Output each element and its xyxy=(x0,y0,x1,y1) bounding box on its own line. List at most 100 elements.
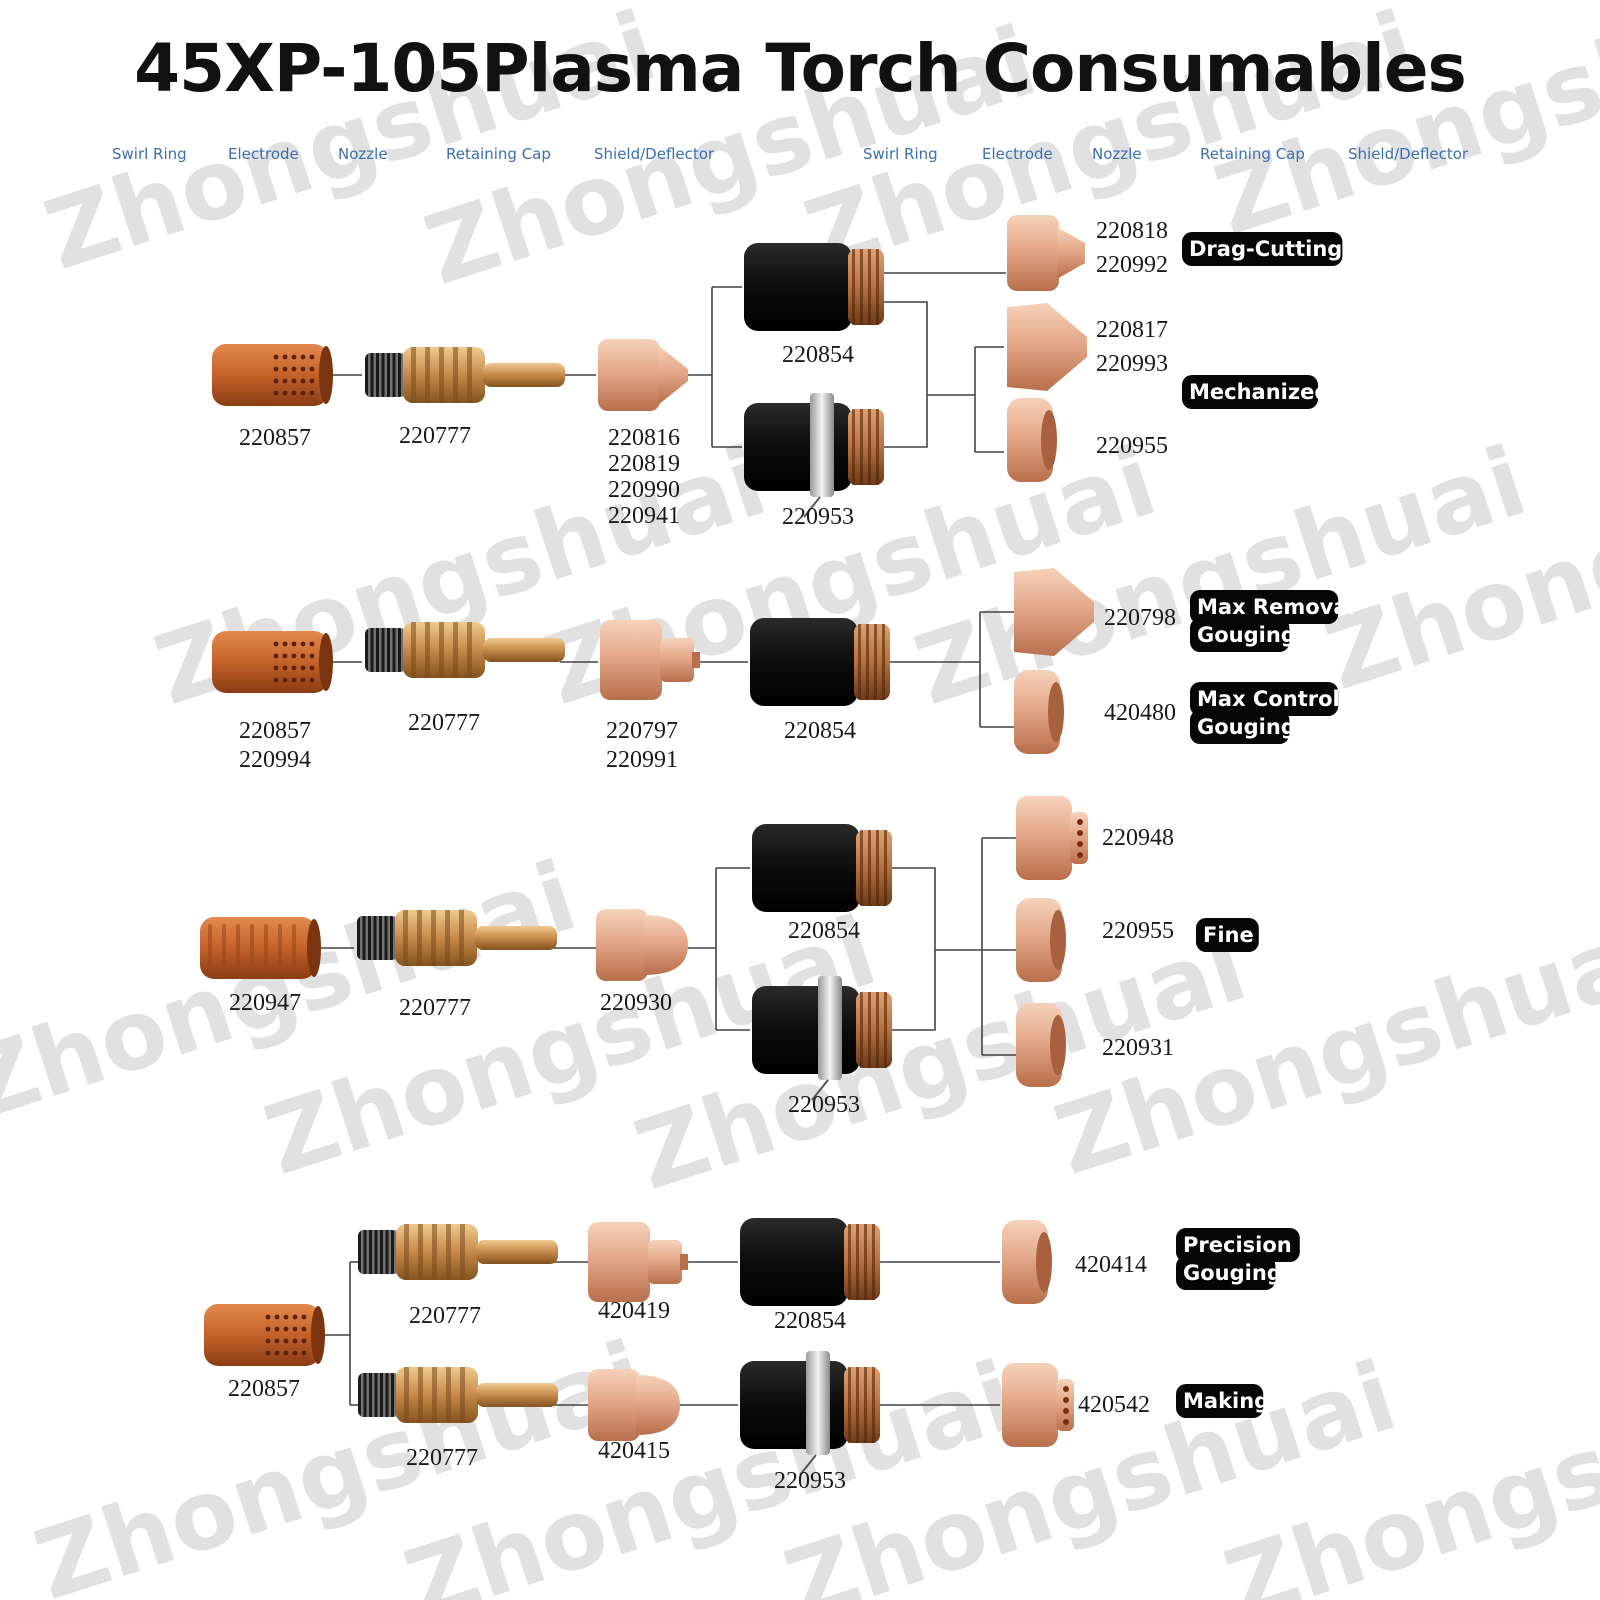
badge-background xyxy=(1190,618,1290,652)
swirl-ring-part xyxy=(212,344,333,406)
part-number-label: 420414 xyxy=(1075,1252,1147,1278)
nozzle-part xyxy=(596,909,688,981)
part-number-label: 220941 xyxy=(608,503,680,529)
column-header-retaining-cap: Retaining Cap xyxy=(446,145,551,163)
retaining-cap-ohmic-part xyxy=(744,393,884,518)
application-badge: Fine xyxy=(1196,918,1259,952)
part-number-label: 220777 xyxy=(399,423,471,449)
shield-part xyxy=(1007,303,1087,391)
nozzle-part xyxy=(588,1222,688,1302)
part-number-label: 220777 xyxy=(406,1445,478,1471)
retaining-cap-part xyxy=(752,824,892,912)
part-number-label: 220777 xyxy=(408,710,480,736)
part-number-label: 220953 xyxy=(782,504,854,530)
badge-label: Gouging xyxy=(1197,623,1296,647)
column-header-nozzle: Nozzle xyxy=(338,145,388,163)
badge-label: Precision xyxy=(1183,1233,1292,1257)
badge-background xyxy=(1196,918,1259,952)
badge-label: Making xyxy=(1183,1389,1269,1413)
part-number-label: 220854 xyxy=(788,918,860,944)
part-number-label: 220953 xyxy=(774,1468,846,1494)
retaining-cap-ohmic-part xyxy=(740,1351,880,1476)
part-number-label: 220991 xyxy=(606,747,678,773)
shield-part xyxy=(1016,1003,1066,1087)
shield-part xyxy=(1007,215,1085,291)
part-number-label: 220994 xyxy=(239,747,311,773)
electrode-part xyxy=(357,910,557,966)
part-number-label: 420480 xyxy=(1104,700,1176,726)
shield-part xyxy=(1002,1220,1052,1304)
part-number-label: 220992 xyxy=(1096,252,1168,278)
part-number-label: 220955 xyxy=(1102,918,1174,944)
column-header-shield-deflector: Shield/Deflector xyxy=(1348,145,1469,163)
application-badge: Mechanized xyxy=(1182,375,1329,409)
shield-part xyxy=(1014,568,1094,656)
column-header-electrode: Electrode xyxy=(982,145,1053,163)
shield-part xyxy=(1014,670,1064,754)
column-header-shield-deflector: Shield/Deflector xyxy=(594,145,715,163)
nozzle-part xyxy=(598,339,688,411)
part-number-label: 220948 xyxy=(1102,825,1174,851)
part-number-label: 220819 xyxy=(608,451,680,477)
application-badge: Drag-Cutting xyxy=(1182,232,1343,266)
retaining-cap-ohmic-part xyxy=(752,976,892,1101)
part-number-label: 220816 xyxy=(608,425,680,451)
retaining-cap-part xyxy=(744,243,884,331)
badge-label: Gouging xyxy=(1183,1261,1282,1285)
column-header-retaining-cap: Retaining Cap xyxy=(1200,145,1305,163)
badge-label: Max Control xyxy=(1197,687,1340,711)
part-number-label: 220854 xyxy=(784,718,856,744)
part-number-label: 220955 xyxy=(1096,433,1168,459)
column-header-nozzle: Nozzle xyxy=(1092,145,1142,163)
column-header-electrode: Electrode xyxy=(228,145,299,163)
badge-background xyxy=(1176,1228,1300,1262)
page-title: 45XP-105Plasma Torch Consumables xyxy=(134,30,1467,107)
part-number-label: 220990 xyxy=(608,477,680,503)
part-number-label: 220857 xyxy=(228,1376,300,1402)
swirl-ring-part xyxy=(204,1304,325,1366)
shield-part xyxy=(1016,796,1088,880)
part-number-label: 220931 xyxy=(1102,1035,1174,1061)
badge-background xyxy=(1182,232,1343,266)
part-number-label: 220818 xyxy=(1096,218,1168,244)
swirl-ring-part xyxy=(200,917,321,979)
part-number-label: 220857 xyxy=(239,718,311,744)
part-number-label: 220817 xyxy=(1096,317,1168,343)
part-number-label: 220797 xyxy=(606,718,678,744)
electrode-part xyxy=(358,1224,558,1280)
badge-background xyxy=(1176,1384,1264,1418)
part-number-label: 220854 xyxy=(774,1308,846,1334)
part-number-label: 420415 xyxy=(598,1438,670,1464)
badge-label: Gouging xyxy=(1197,715,1296,739)
shield-part xyxy=(1007,398,1057,482)
swirl-ring-part xyxy=(212,631,333,693)
retaining-cap-part xyxy=(740,1218,880,1306)
badge-background xyxy=(1176,1256,1276,1290)
part-number-label: 220947 xyxy=(229,990,301,1016)
badge-label: Drag-Cutting xyxy=(1189,237,1342,261)
retaining-cap-part xyxy=(750,618,890,706)
electrode-part xyxy=(365,622,565,678)
badge-background xyxy=(1190,682,1339,716)
electrode-part xyxy=(358,1367,558,1423)
column-header-swirl-ring: Swirl Ring xyxy=(863,145,938,163)
part-number-label: 420419 xyxy=(598,1298,670,1324)
part-number-label: 220777 xyxy=(409,1303,481,1329)
badge-label: Max Removal xyxy=(1197,595,1355,619)
part-number-label: 220930 xyxy=(600,990,672,1016)
part-number-label: 220777 xyxy=(399,995,471,1021)
badge-label: Mechanized xyxy=(1189,380,1329,404)
badge-background xyxy=(1190,710,1290,744)
shield-part xyxy=(1016,898,1066,982)
column-header-swirl-ring: Swirl Ring xyxy=(112,145,187,163)
badge-background xyxy=(1190,590,1339,624)
electrode-part xyxy=(365,347,565,403)
nozzle-part xyxy=(588,1369,680,1441)
part-number-label: 220854 xyxy=(782,342,854,368)
badge-label: Fine xyxy=(1203,923,1254,947)
part-number-label: 220857 xyxy=(239,425,311,451)
shield-part xyxy=(1002,1363,1074,1447)
